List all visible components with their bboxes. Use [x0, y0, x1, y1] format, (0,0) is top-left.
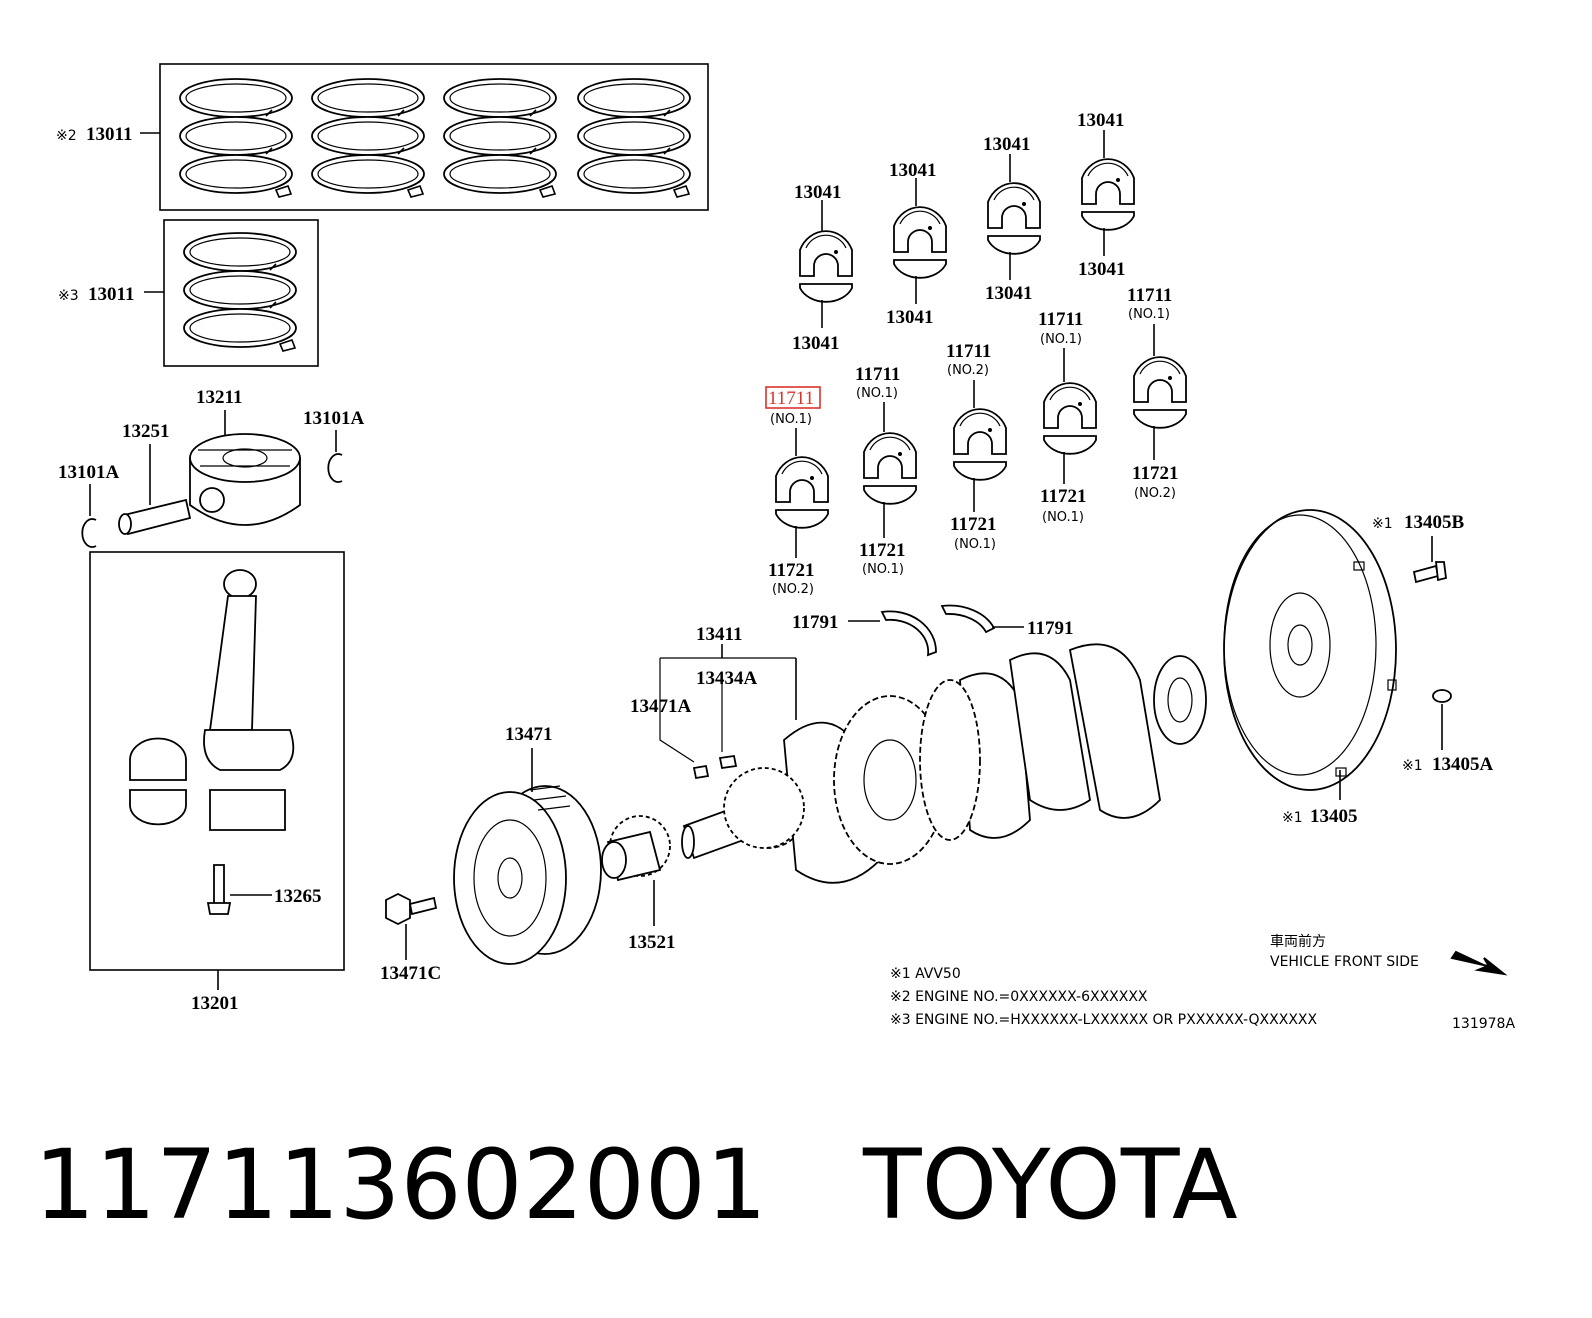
- note-2: ※2 ENGINE NO.=0XXXXXX-6XXXXXX: [890, 989, 1148, 1005]
- part-caption: 117113602001 TOYOTA: [34, 1130, 1238, 1240]
- label-11721-4: 11721: [1040, 486, 1086, 507]
- thrust-washers: 11791 11791: [792, 604, 1073, 657]
- label-13041-8: 13041: [1078, 259, 1126, 280]
- piston-ring-set-alt: ※3 13011: [58, 219, 319, 367]
- marker-13011-b: ※3: [58, 288, 79, 304]
- sub-11721-4: (NO.1): [1042, 510, 1084, 525]
- label-13211: 13211: [196, 387, 242, 408]
- label-13471: 13471: [505, 724, 553, 745]
- label-13011-a: 13011: [86, 124, 132, 145]
- sub-11711-4: (NO.1): [1040, 332, 1082, 347]
- sub-11711-highlighted: (NO.1): [770, 412, 812, 427]
- piston-pin: 13251: [118, 421, 192, 536]
- sub-11721-5: (NO.2): [1134, 486, 1176, 501]
- sub-11711-3: (NO.2): [947, 363, 989, 378]
- snap-ring-left: 13101A: [58, 462, 120, 548]
- label-11711-3: 11711: [946, 341, 991, 362]
- diagram-id: 131978A: [1452, 1016, 1515, 1032]
- piston: 13211: [189, 387, 301, 526]
- crank-pulley: 13471: [453, 724, 602, 965]
- label-13041-3: 13041: [889, 160, 937, 181]
- sub-11721-1: (NO.2): [772, 582, 814, 597]
- label-13405b: 13405B: [1404, 512, 1465, 533]
- notes: 車両前方 VEHICLE FRONT SIDE ※1 AVV50 ※2 ENGI…: [890, 933, 1515, 1032]
- label-11711-5: 11711: [1127, 285, 1172, 306]
- sub-11711-2: (NO.1): [856, 386, 898, 401]
- label-11711-highlighted[interactable]: 11711: [768, 388, 814, 409]
- flywheel: ※1 13405: [1223, 509, 1397, 827]
- connecting-rod-assembly: 13265 13201: [89, 551, 345, 1014]
- label-13041-7: 13041: [1077, 110, 1125, 131]
- highlight-box: [765, 386, 821, 409]
- label-13471a: 13471A: [630, 696, 692, 717]
- note-3: ※3 ENGINE NO.=HXXXXXX-LXXXXXX OR PXXXXXX…: [890, 1012, 1318, 1028]
- sub-11711-5: (NO.1): [1128, 307, 1170, 322]
- sub-11721-3: (NO.1): [954, 537, 996, 552]
- flywheel-bolt: ※1 13405B: [1372, 512, 1465, 584]
- label-13265: 13265: [274, 886, 322, 907]
- note-1: ※1 AVV50: [890, 966, 961, 982]
- marker-13011-a: ※2: [56, 128, 77, 144]
- label-11791-left: 11791: [792, 612, 838, 633]
- part-number: 117113602001: [34, 1129, 767, 1241]
- label-13101a-right: 13101A: [303, 408, 365, 429]
- timing-sprocket: 13411 13434A 13471A: [630, 624, 805, 849]
- pulley-bolt: 13471C: [380, 892, 441, 984]
- label-11721-5: 11721: [1132, 463, 1178, 484]
- sub-11721-2: (NO.1): [862, 562, 904, 577]
- label-13411: 13411: [696, 624, 742, 645]
- label-11711-4: 11711: [1038, 309, 1083, 330]
- direction-en: VEHICLE FRONT SIDE: [1270, 954, 1419, 970]
- crankshaft: [681, 643, 1207, 884]
- brand-name: TOYOTA: [862, 1129, 1238, 1241]
- label-11721-1: 11721: [768, 560, 814, 581]
- label-13434a: 13434A: [696, 668, 758, 689]
- label-13521: 13521: [628, 932, 676, 953]
- label-13041-5: 13041: [983, 134, 1031, 155]
- label-13471c: 13471C: [380, 963, 441, 984]
- label-13041-4: 13041: [886, 307, 934, 328]
- label-11791-right: 11791: [1027, 618, 1073, 639]
- piston-ring-set-std: ※2 13011: [56, 63, 709, 211]
- label-13041-2: 13041: [792, 333, 840, 354]
- bearings-11711: 11711 (NO.1) 11711 (NO.1) 11711 (NO.2) 1…: [765, 285, 1187, 597]
- label-13041-6: 13041: [985, 283, 1033, 304]
- label-11711-2: 11711: [855, 364, 900, 385]
- direction-jp: 車両前方: [1270, 933, 1326, 950]
- marker-13405a: ※1: [1402, 758, 1423, 774]
- label-11721-2: 11721: [859, 540, 905, 561]
- snap-ring-right: 13101A: [303, 408, 365, 483]
- front-arrow-icon: [1450, 950, 1508, 976]
- label-13201: 13201: [191, 993, 239, 1014]
- label-13251: 13251: [122, 421, 170, 442]
- drive-gear-13521: 13521: [601, 815, 676, 953]
- flywheel-dowel: ※1 13405A: [1402, 689, 1494, 775]
- label-13405a: 13405A: [1432, 754, 1494, 775]
- marker-13405b: ※1: [1372, 516, 1393, 532]
- label-11721-3: 11721: [950, 514, 996, 535]
- marker-13405: ※1: [1282, 810, 1303, 826]
- label-13011-b: 13011: [88, 284, 134, 305]
- label-13101a-left: 13101A: [58, 462, 120, 483]
- label-13041-1: 13041: [794, 182, 842, 203]
- bearings-13041: 13041 13041 13041 13041 13041 13041 1304…: [792, 110, 1135, 354]
- label-13405: 13405: [1310, 806, 1358, 827]
